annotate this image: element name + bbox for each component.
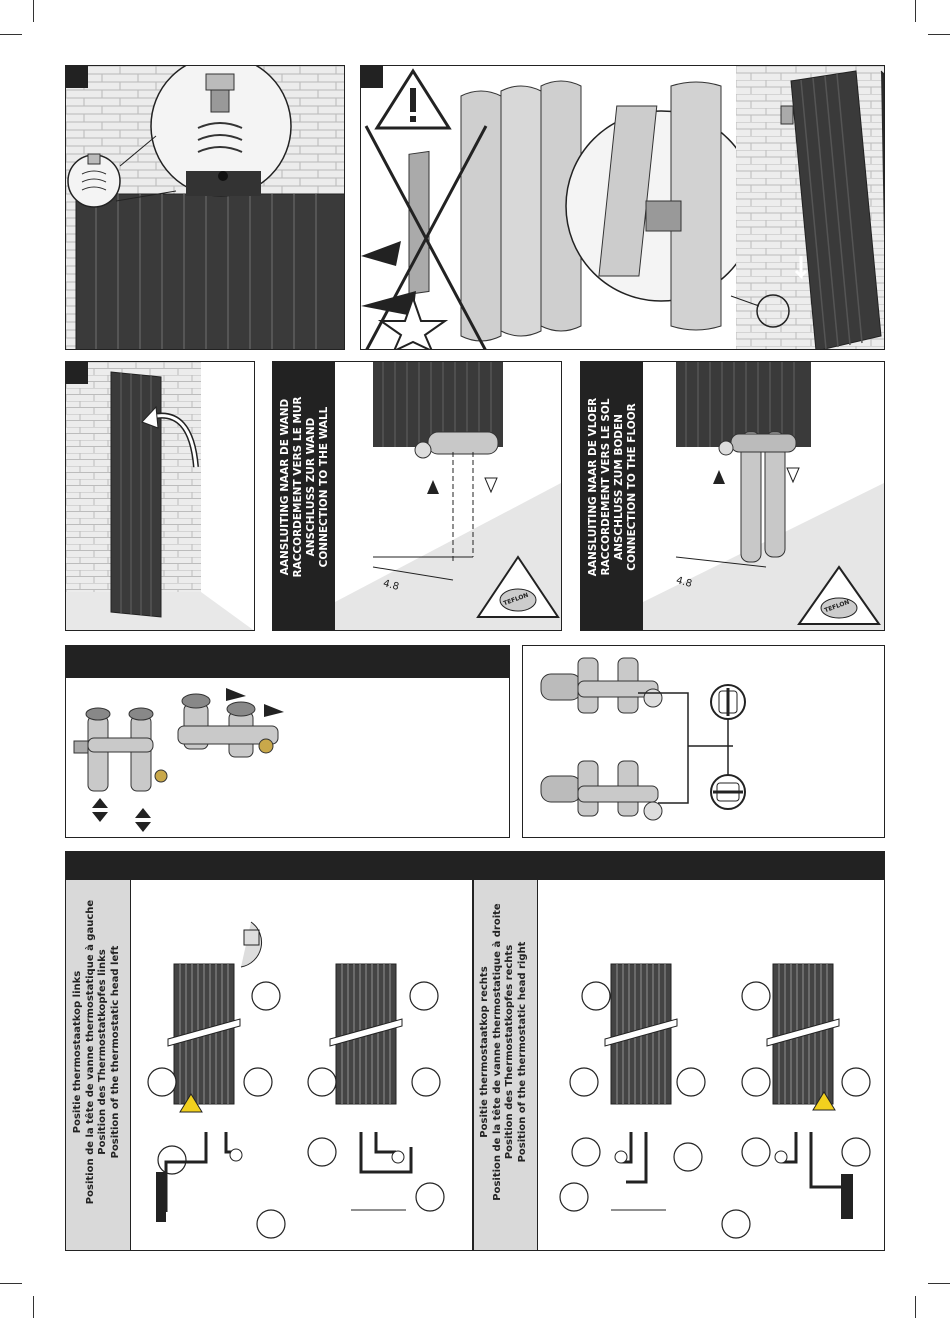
floor-connection-illustration <box>643 362 884 630</box>
thermostat-positions-panel: Positie thermostaatkop links Position de… <box>65 851 885 1251</box>
valve-types-header <box>66 646 509 678</box>
warning-icon <box>179 1093 203 1113</box>
valve-types-illustration <box>73 688 284 832</box>
thermostat-header <box>66 852 884 880</box>
panel-divider <box>472 880 474 1250</box>
wall-connection-illustration <box>335 362 561 630</box>
bracket-illustration <box>361 66 884 349</box>
valve-positions-illustration <box>540 657 746 821</box>
floor-connection-panel: AANSLUITING NAAR DE VLOER RACCORDEMENT V… <box>580 361 885 631</box>
right-label-column <box>474 880 538 1250</box>
valve-positions-panel <box>522 645 885 838</box>
step-bracket-panel <box>360 65 885 350</box>
crop-mark <box>928 1283 950 1284</box>
crop-mark <box>0 34 22 35</box>
direction-arrow-icon <box>264 704 284 717</box>
crop-mark <box>928 34 950 35</box>
valve-types-panel <box>65 645 510 838</box>
floor-connection-band <box>581 362 643 630</box>
step-hang-panel <box>65 361 255 631</box>
direction-arrow-icon <box>226 688 246 701</box>
air-vent-illustration <box>66 66 344 349</box>
crop-mark <box>0 1283 22 1284</box>
flow-up-arrow-icon <box>427 480 439 494</box>
crop-mark <box>915 1296 916 1318</box>
star-icon <box>377 294 449 349</box>
flow-up-arrow-icon <box>713 470 725 484</box>
wall-connection-band <box>273 362 335 630</box>
teflon-warning-icon <box>476 555 560 618</box>
up-down-arrow-icon <box>135 808 151 832</box>
up-down-arrow-icon <box>92 798 108 822</box>
thermostat-diagrams <box>147 921 871 1239</box>
flow-down-arrow-icon <box>786 467 800 484</box>
crop-mark <box>33 0 34 22</box>
hang-illustration <box>66 362 254 630</box>
warning-icon <box>812 1091 836 1111</box>
teflon-warning-icon <box>797 565 881 625</box>
step-air-vent-panel <box>65 65 345 350</box>
wall-connection-panel: AANSLUITING NAAR DE WAND RACCORDEMENT VE… <box>272 361 562 631</box>
left-label-column <box>66 880 131 1250</box>
flow-down-arrow-icon <box>484 477 498 494</box>
crop-mark <box>915 0 916 22</box>
crop-mark <box>33 1296 34 1318</box>
